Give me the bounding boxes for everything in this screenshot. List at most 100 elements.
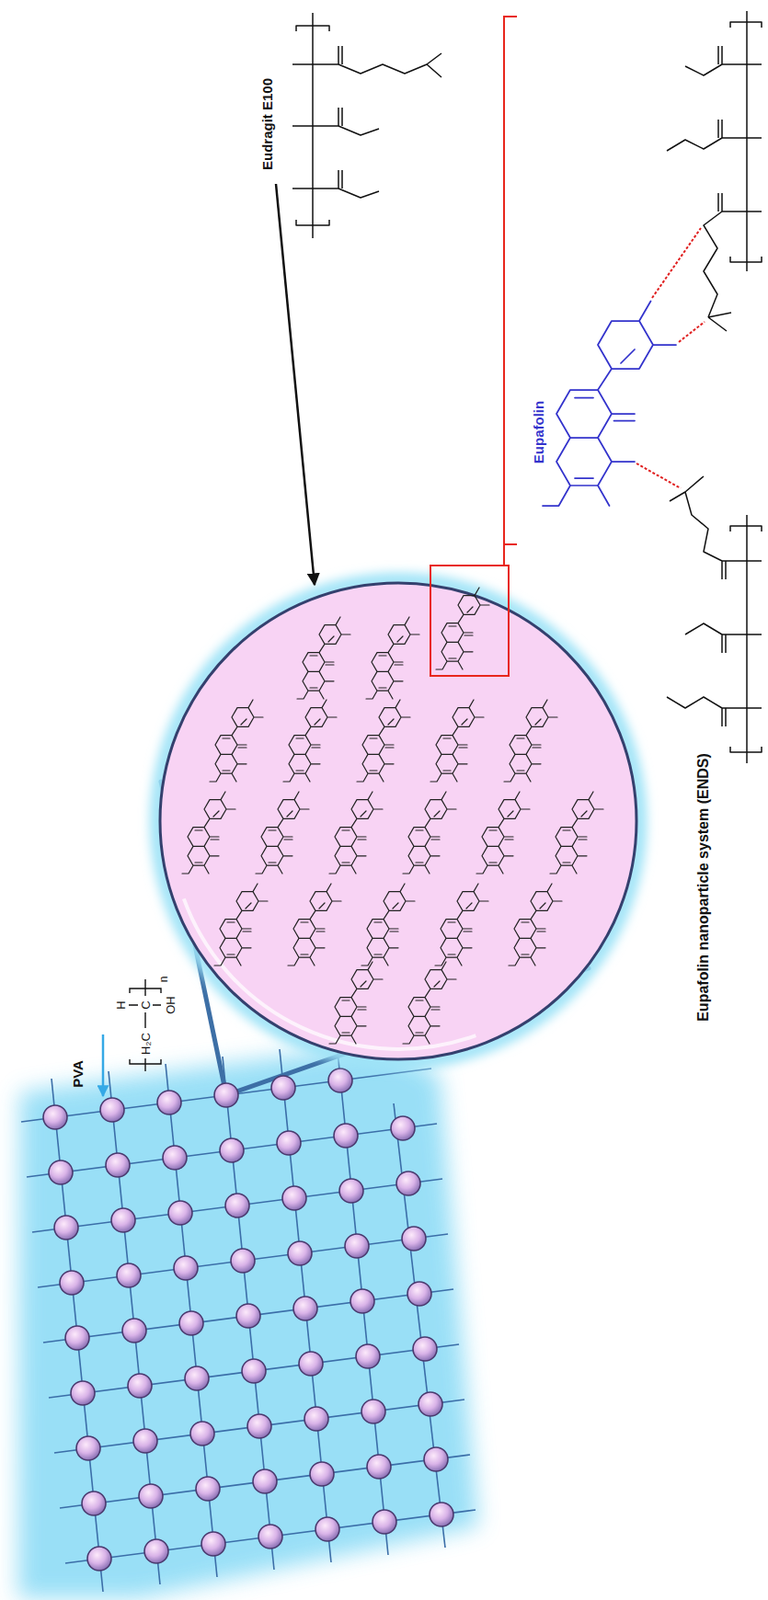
eupafolin-molecule: [402, 962, 457, 1044]
pointer-arrow: [275, 183, 315, 585]
bead: [429, 1502, 454, 1527]
bead: [276, 1131, 301, 1156]
eupafolin-molecule: [214, 883, 268, 966]
bead: [293, 1296, 318, 1321]
bead: [366, 1455, 391, 1479]
bead: [252, 1469, 277, 1494]
red-bracket: [504, 16, 517, 566]
bead: [59, 1271, 84, 1296]
atom-label: H₂C: [138, 1031, 153, 1057]
bead: [122, 1318, 147, 1343]
bead: [138, 1484, 163, 1509]
eupafolin-molecule: [430, 699, 484, 782]
bead: [309, 1462, 334, 1487]
compound-label: Eupafolin: [530, 399, 547, 466]
bead: [241, 1359, 266, 1384]
bead: [214, 1083, 239, 1108]
bead: [315, 1517, 340, 1542]
eupafolin-molecule: [508, 883, 562, 966]
pva-beads: [43, 1068, 454, 1571]
bead: [390, 1116, 415, 1141]
atom-label: OH: [163, 994, 178, 1017]
bead: [418, 1392, 443, 1417]
eupafolin-structure: [542, 301, 677, 507]
eupafolin-molecule: [255, 791, 310, 874]
bead: [282, 1186, 307, 1211]
polymer-label: PVA: [69, 1058, 86, 1090]
particle-body: [160, 583, 637, 1060]
eupafolin-molecule: [297, 617, 351, 700]
eudragit-chain: [666, 11, 762, 332]
bead: [133, 1429, 158, 1454]
atom-label: C: [138, 998, 153, 1011]
eudragit-chain: [666, 476, 762, 764]
repeat-index: n: [157, 974, 171, 986]
bead: [162, 1146, 187, 1170]
eupafolin-molecule: [435, 883, 489, 966]
bead: [424, 1447, 448, 1472]
eupafolin-molecule: [287, 883, 342, 966]
eupafolin-molecule: [504, 699, 558, 782]
eupafolin-molecule: [402, 791, 457, 874]
bead: [144, 1539, 169, 1564]
bead: [111, 1208, 136, 1233]
bead: [339, 1179, 364, 1204]
particle-caption: Eupafolin nanoparticle system (ENDS): [695, 751, 712, 1024]
pva-strands: [21, 1042, 476, 1593]
nanoparticle-circle: Eupafolin nanoparticle system (ENDS): [157, 580, 640, 1063]
bead: [350, 1289, 375, 1314]
highlight-box: [430, 565, 509, 677]
pva-glow: [18, 1043, 479, 1599]
bead: [298, 1352, 323, 1376]
bead: [372, 1510, 397, 1535]
atom-label: H: [114, 998, 128, 1011]
bead: [401, 1226, 426, 1251]
bead: [271, 1076, 296, 1101]
eupafolin-molecule: [435, 587, 490, 670]
eupafolin-molecule: [366, 617, 420, 700]
bead: [173, 1256, 198, 1281]
eupafolin-molecule: [182, 791, 236, 874]
eupafolin-molecule: [283, 699, 337, 782]
bead: [76, 1436, 101, 1461]
bead: [201, 1532, 226, 1557]
eudragit-chain: [292, 12, 442, 239]
eupafolin-molecules: [182, 587, 604, 1044]
bead: [236, 1304, 261, 1329]
bead: [225, 1193, 250, 1218]
bead: [168, 1201, 193, 1226]
bead: [190, 1421, 215, 1446]
bead: [412, 1337, 437, 1362]
bead: [407, 1282, 432, 1307]
particle-glow: [157, 580, 640, 1063]
bead: [304, 1407, 329, 1432]
eupafolin-molecule: [356, 699, 411, 782]
bead: [70, 1381, 95, 1406]
bead: [116, 1263, 141, 1288]
bead: [287, 1241, 312, 1266]
pva-bonds: [128, 979, 161, 1072]
bead: [54, 1215, 79, 1240]
bead: [333, 1123, 358, 1148]
eupafolin-molecule: [361, 883, 415, 966]
bead: [219, 1138, 244, 1163]
bead: [43, 1105, 68, 1130]
bead: [105, 1153, 130, 1178]
bead: [127, 1374, 152, 1399]
bead: [65, 1326, 90, 1351]
eupafolin-molecule: [550, 791, 604, 874]
circle-outline: [157, 580, 640, 1063]
particle-highlight: [183, 898, 476, 1050]
bead: [87, 1547, 112, 1571]
bead: [81, 1491, 106, 1516]
eupafolin-molecule: [329, 791, 383, 874]
eupafolin-molecule: [329, 962, 383, 1044]
bead: [258, 1524, 283, 1549]
bead: [157, 1090, 182, 1115]
bead: [179, 1311, 204, 1336]
bead: [48, 1160, 73, 1185]
